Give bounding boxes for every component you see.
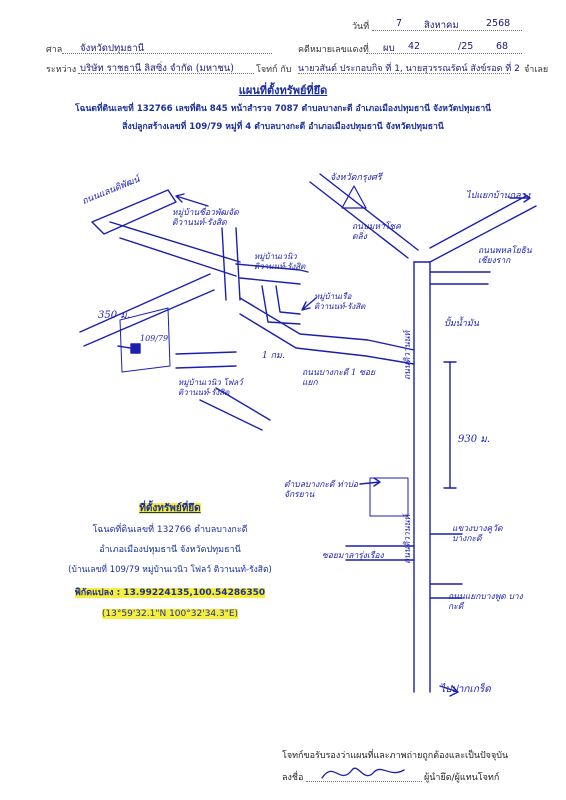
- road-top-right-b: [429, 195, 527, 249]
- property-marker: [130, 343, 141, 354]
- page-title: แผนที่ตั้งทรัพย์ที่ยึด: [238, 84, 328, 97]
- arrow-property: [117, 345, 131, 349]
- case-label: คดีหมายเลขแดงที่: [298, 45, 369, 55]
- deed-line-1: โฉนดที่ดินเลขที่ 132766 เลขที่ดิน 845 หน…: [74, 104, 492, 114]
- road-to-main-a: [239, 297, 415, 351]
- map-label-right-lower-1: แขวงบางคูวัด บางกะดี: [452, 524, 503, 544]
- deed-line-2: สิ่งปลูกสร้างเลขที่ 109/79 หมู่ที่ 4 ตำบ…: [122, 122, 444, 132]
- arrow-village-right: [301, 297, 317, 311]
- road-top-mid-a: [309, 181, 409, 259]
- road-top-mid-b: [319, 173, 419, 251]
- property-parcel: [119, 307, 171, 373]
- property-info-line-2: อำเภอเมืองปทุมธานี จังหวัดปทุมธานี: [99, 545, 241, 555]
- case-year: 68: [496, 41, 509, 52]
- property-info: ที่ตั้งทรัพย์ที่ยึด โฉนดที่ดินเลขที่ 132…: [60, 496, 280, 620]
- arrow-bottom: [439, 685, 459, 697]
- property-coordinates: พิกัดแปลง : 13.99224135,100.54286350: [74, 588, 266, 598]
- signer-label: ผู้นำยึด/ผู้แทนโจทก์: [424, 773, 500, 783]
- date-month: สิงหาคม: [424, 20, 459, 31]
- road-diag-a: [109, 221, 241, 263]
- court-label: ศาล: [46, 45, 63, 55]
- plaintiff-label: โจทก์ กับ: [256, 65, 292, 75]
- road-village-low-c: [199, 399, 263, 431]
- sign-label: ลงชื่อ: [282, 773, 304, 783]
- map-label-factory: ตำบลบางกะดี ท่าบ่อจักรยาน: [284, 480, 359, 500]
- map-label-village-mid: หมู่บ้านเวนิว ติวานนท์-รังสิต: [254, 252, 306, 271]
- road-to-main-b: [239, 313, 415, 365]
- road-diag-b: [119, 237, 237, 277]
- date-year: 2568: [486, 18, 511, 29]
- map-label-road-bang: ถนนบางกะดี 1 ซอยแยก: [302, 368, 375, 388]
- gas-station-triangle: [341, 185, 367, 209]
- date-label: วันที่: [352, 22, 370, 32]
- road-left-a: [79, 273, 211, 333]
- road-village-low-a: [175, 351, 237, 355]
- case-number: 42: [408, 41, 421, 52]
- map-label-road-mid-top: ถนนมหาโชค ตลิ่ง: [352, 222, 401, 242]
- map-label-property-mark: 109/79: [140, 334, 169, 343]
- arrow-top-right: [509, 193, 531, 203]
- date-day: 7: [396, 18, 403, 29]
- map-label-to-bottom: ไปปากเกร็ด: [440, 684, 491, 695]
- map-label-road-right: ถนนพหลโยธิน เชียงราก: [478, 246, 532, 266]
- map-label-village-right: หมู่บ้านเรือ ติวานนท์-รังสิต: [314, 292, 366, 311]
- road-village-low-b: [175, 365, 237, 369]
- court-value: จังหวัดปทุมธานี: [80, 43, 145, 54]
- road-top-left-a: [91, 189, 177, 235]
- map-label-right-lower-2: ถนนแยกบางพูด บางกะดี: [448, 592, 523, 612]
- road-small-b: [275, 285, 301, 315]
- defendant-label: จำเลย: [524, 65, 549, 75]
- certify-text: โจทก์ขอรับรองว่าแผนที่และภาพถ่ายถูกต้องแ…: [282, 751, 509, 761]
- arrow-factory: [359, 477, 381, 487]
- case-separator: /25: [458, 41, 474, 52]
- property-info-title: ที่ตั้งทรัพย์ที่ยึด: [139, 503, 201, 514]
- signature-stroke: [321, 767, 405, 779]
- property-info-line-3: (บ้านเลขที่ 109/79 หมู่บ้านเวนิว โฟลว์ ต…: [68, 565, 272, 575]
- arrow-village-top: [175, 193, 209, 207]
- road-top-right-a: [429, 205, 537, 263]
- road-h-b: [239, 277, 301, 285]
- road-left-b: [83, 289, 215, 347]
- between-label: ระหว่าง: [46, 65, 77, 75]
- road-village-low-d: [215, 387, 271, 421]
- map-label-distance-right: 930 ม.: [458, 434, 491, 445]
- road-small-a: [261, 285, 301, 325]
- road-h-a: [235, 263, 309, 273]
- map-label-gas-station: ปั้มน้ำมัน: [444, 319, 479, 329]
- map-label-left-lower: ซอยมาลารุ่งเรือง: [322, 551, 384, 561]
- defendant-value: นายวสันต์ ประกอบกิจ ที่ 1, นายสุวรรณรัตน…: [298, 64, 520, 74]
- case-prefix: ผบ: [383, 43, 395, 54]
- map-label-distance-left: 350 ม.: [98, 310, 131, 321]
- map-label-distance-mid: 1 กม.: [262, 351, 285, 361]
- map-label-village-left: หมู่บ้านเวนิว โฟลว์ ติวานนท์-รังสิต: [178, 378, 243, 397]
- map-label-junction-top: จังหวัดกรุงศรี: [330, 173, 382, 183]
- map-label-to-top-right: ไปแยกบ้านกลาง: [466, 191, 531, 201]
- map-label-village-top: หมู่บ้านชื่อวพัฒจัด ติวานนท์-รังสิต: [172, 208, 239, 228]
- plaintiff-value: บริษัท ราชธานี ลิสซิ่ง จำกัด (มหาชน): [80, 63, 234, 74]
- factory-block: [369, 477, 409, 517]
- property-coordinates-dms: (13°59'32.1"N 100°32'34.3"E): [101, 609, 239, 619]
- road-v1-a: [221, 227, 227, 301]
- property-info-line-1: โฉนดที่ดินเลขที่ 132766 ตำบลบางกะดี: [92, 525, 248, 535]
